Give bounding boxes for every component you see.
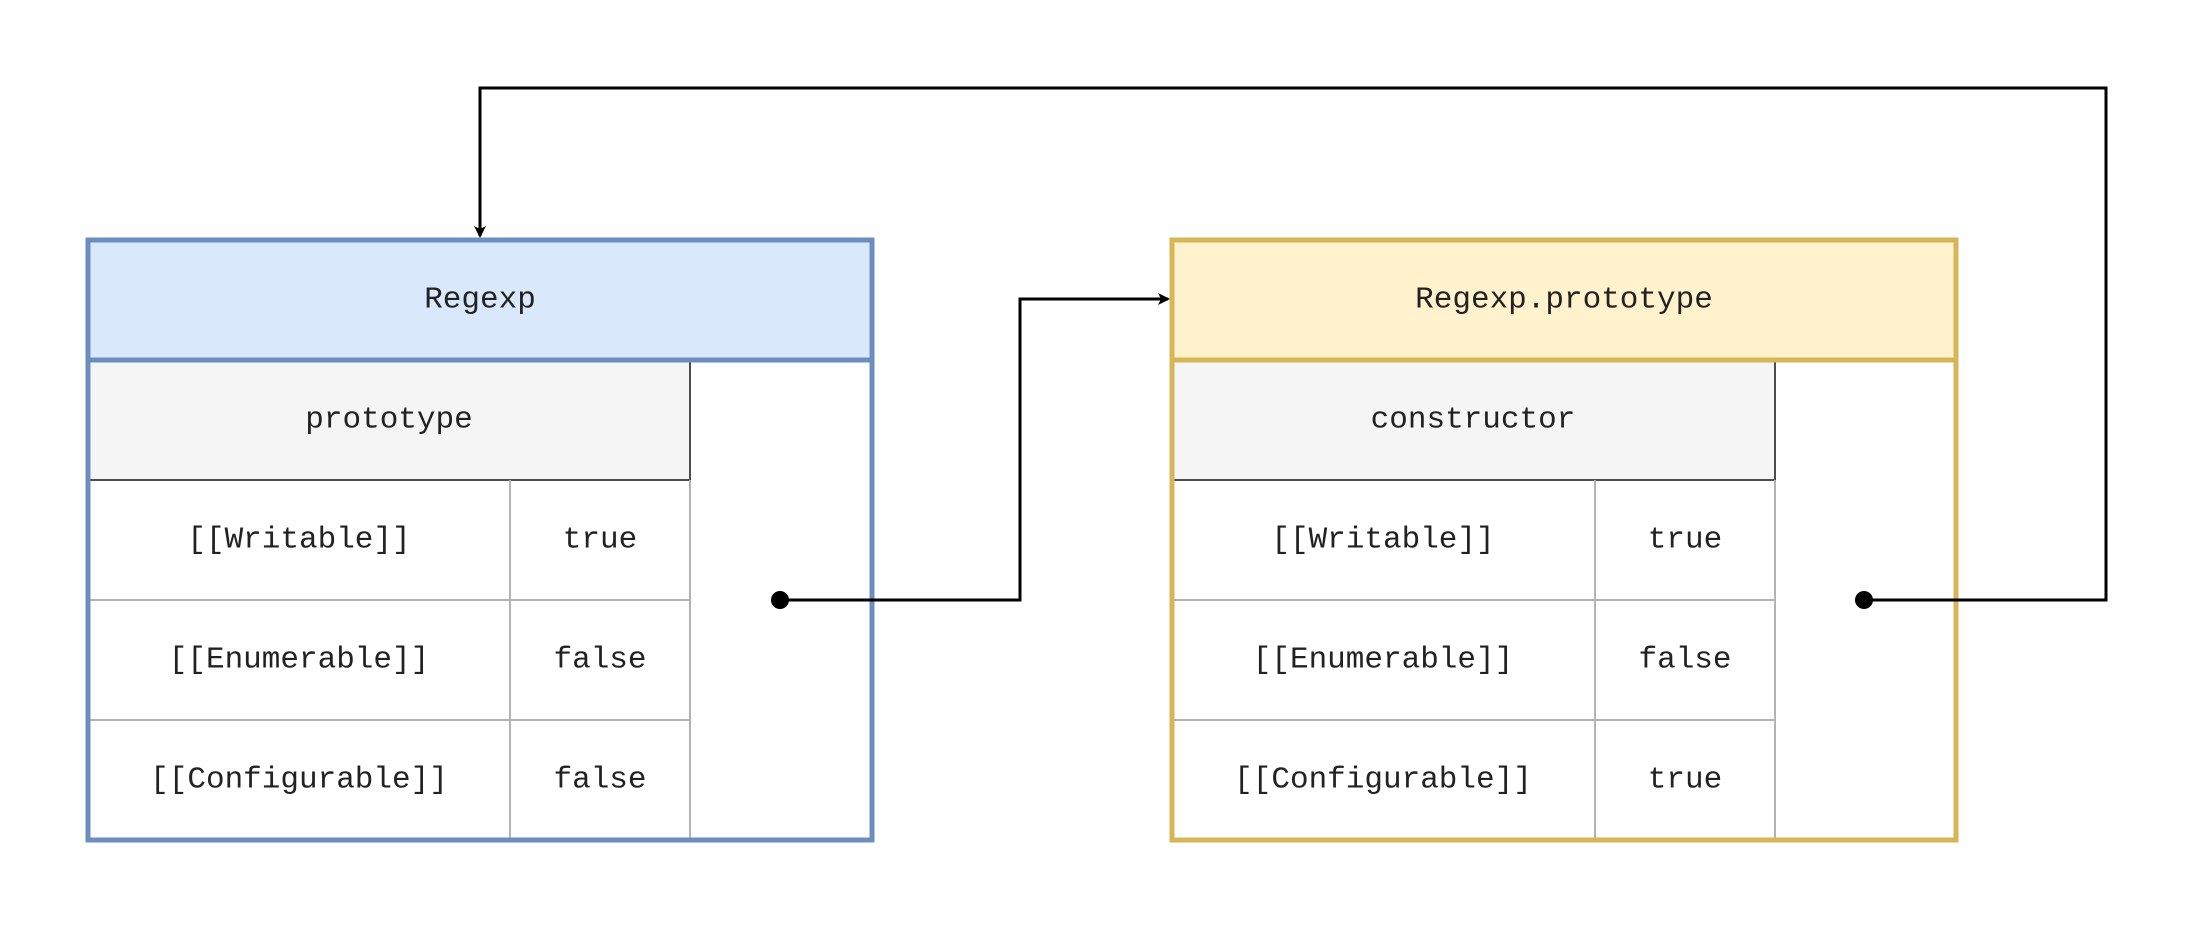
prototype-reference-arrow: [780, 293, 1170, 602]
regexp-attribute-grid: [88, 480, 691, 840]
regexp-prototype-attr-enumerable-label: [[Enumerable]]: [1253, 643, 1513, 678]
regexp-attr-configurable-label: [[Configurable]]: [150, 763, 448, 798]
regexp-prototype-attr-configurable-label: [[Configurable]]: [1234, 763, 1532, 798]
regexp-object[interactable]: Regexp prototype [[Writable]] true [[Enu…: [85, 237, 875, 843]
constructor-reference-edge[interactable]: [474, 86, 2108, 609]
regexp-title: Regexp: [424, 283, 536, 318]
regexp-attr-configurable-value: false: [553, 763, 646, 798]
regexp-property-row: [87, 359, 691, 481]
prototype-reference-edge[interactable]: [771, 293, 1170, 609]
regexp-attr-writable-value: true: [563, 523, 637, 558]
regexp-attr-enumerable-label: [[Enumerable]]: [169, 643, 429, 678]
regexp-attr-enumerable-value: false: [553, 643, 646, 678]
regexp-prototype-attribute-grid: [1172, 480, 1776, 840]
regexp-prototype-property-name: constructor: [1371, 403, 1576, 438]
regexp-prototype-title: Regexp.prototype: [1415, 283, 1713, 318]
regexp-prototype-border: [1169, 237, 1959, 843]
regexp-border: [85, 237, 875, 843]
regexp-prototype-object[interactable]: Regexp.prototype constructor [[Writable]…: [1169, 237, 1959, 843]
regexp-prototype-attr-configurable-value: true: [1648, 763, 1722, 798]
regexp-prototype-property-row: [1171, 359, 1776, 481]
constructor-reference-arrow: [474, 86, 2108, 602]
regexp-prototype-attr-writable-value: true: [1648, 523, 1722, 558]
regexp-attr-writable-label: [[Writable]]: [187, 523, 410, 558]
regexp-prototype-header: [1172, 240, 1956, 360]
regexp-prototype-attr-enumerable-value: false: [1638, 643, 1731, 678]
regexp-prototype-attr-writable-label: [[Writable]]: [1271, 523, 1494, 558]
regexp-header: [88, 240, 872, 360]
regexp-property-name: prototype: [305, 403, 472, 438]
